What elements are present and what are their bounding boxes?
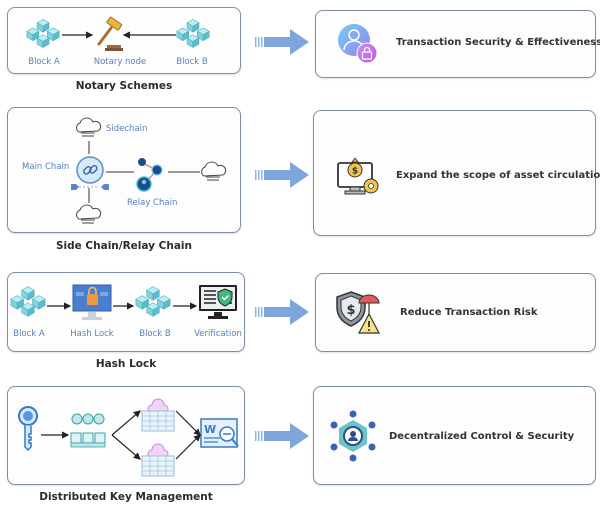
mechanism-caption: Hash Lock: [95, 358, 157, 370]
main-chain-link-icon: [76, 156, 104, 184]
node-label-verification: Verification: [194, 329, 242, 339]
relay-chain-network-icon: [136, 158, 163, 192]
node-label-relay-chain: Relay Chain: [127, 198, 178, 208]
gavel-icon: [97, 16, 123, 51]
node-label-notary-node: Notary node: [93, 57, 147, 67]
hash-lock-monitor-icon: [72, 284, 112, 320]
node-label-hash-lock: Hash Lock: [70, 329, 114, 339]
node-label-block-b: Block B: [176, 57, 208, 67]
svg-text:$: $: [352, 167, 358, 177]
server-rack-top-icon: [141, 398, 175, 432]
node-label-main-chain: Main Chain: [22, 162, 70, 172]
node-label-block-a: Block A: [28, 57, 60, 67]
key-icon: [18, 406, 38, 452]
server-rack-bottom-icon: [141, 443, 175, 477]
node-label-block-b: Block B: [139, 329, 171, 339]
outcome-text: Decentralized Control & Security: [389, 431, 575, 442]
svg-text:$: $: [346, 303, 355, 318]
document-search-icon: W: [200, 418, 239, 448]
key-shards-servers-icon: [70, 413, 106, 448]
exchange-arrows-icon: [71, 184, 109, 190]
money-bag-monitor-icon: $: [337, 157, 379, 195]
svg-text:W: W: [204, 423, 216, 436]
flow-arrow-icon: [255, 423, 309, 449]
mechanism-caption: Distributed Key Management: [39, 491, 213, 503]
network-hub-icon: [330, 410, 376, 462]
mechanism-caption: Notary Schemes: [75, 80, 173, 92]
node-label-sidechain: Sidechain: [106, 124, 148, 134]
mechanism-caption: Side Chain/Relay Chain: [55, 240, 193, 252]
outcome-text: Transaction Security & Effectiveness: [396, 37, 600, 48]
node-label-block-a: Block A: [13, 329, 45, 339]
outcome-text: Reduce Transaction Risk: [400, 307, 538, 318]
shield-umbrella-warning-icon: $: [336, 291, 380, 334]
outcome-text: Expand the scope of asset circulation: [396, 170, 600, 181]
user-lock-icon: [338, 24, 378, 64]
verification-monitor-icon: [199, 285, 237, 319]
